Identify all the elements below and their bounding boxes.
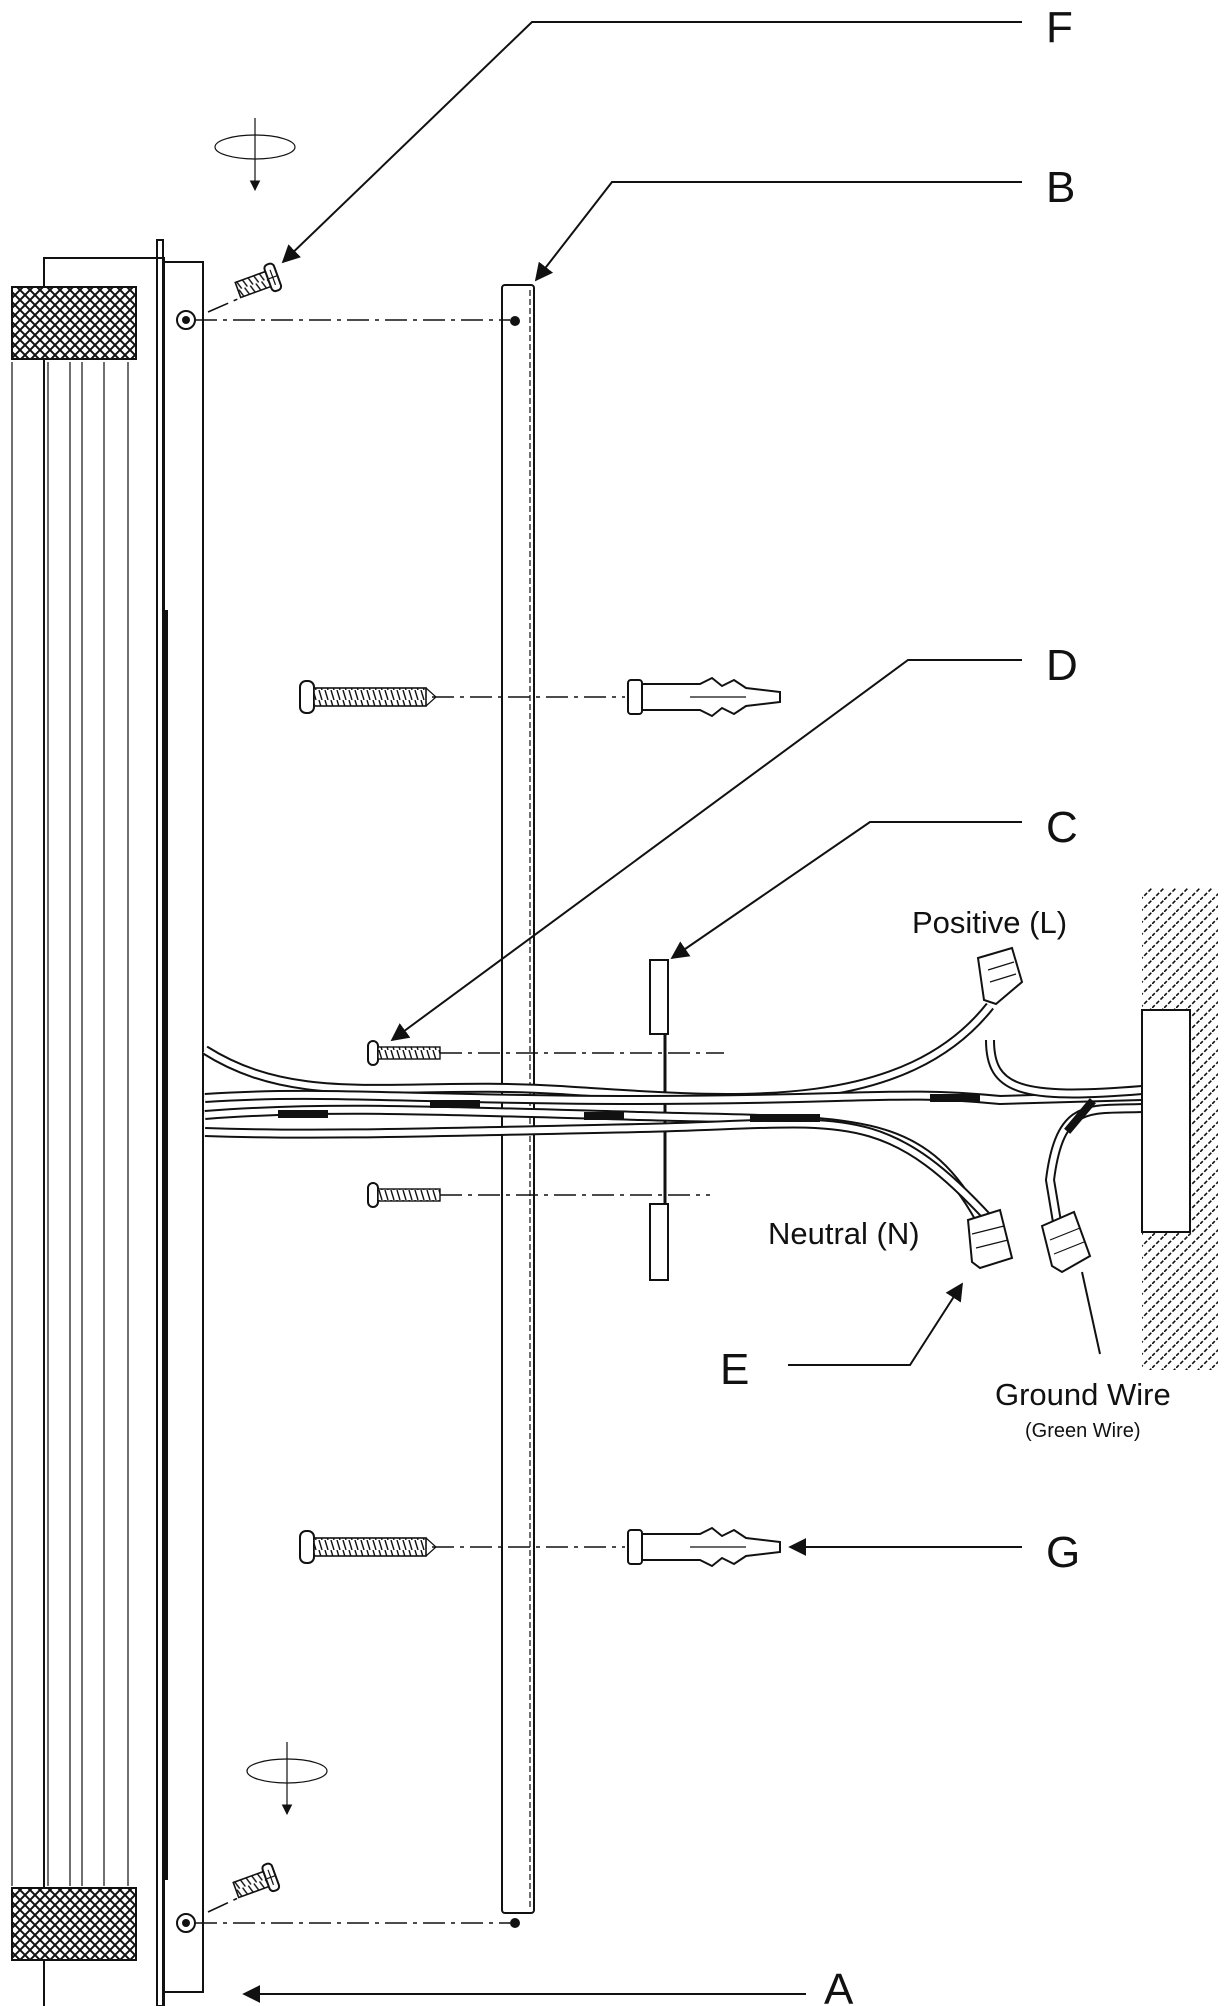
wire-nut-ground [1040,1210,1092,1274]
wire-nut-neutral [966,1208,1014,1270]
callout-a: A [824,1965,854,2006]
top-screw [234,262,283,299]
crossbar [649,959,669,1281]
callout-g: G [1046,1528,1080,1577]
label-ground-note: (Green Wire) [1025,1420,1141,1442]
callout-f: F [1046,3,1073,52]
bottom-screw [232,1862,281,1899]
wall-anchor-lower [627,1526,781,1568]
wood-screw-lower [299,1530,437,1564]
machine-screw-lower [367,1182,441,1208]
wall [1141,888,1218,1370]
label-ground: Ground Wire [995,1377,1171,1412]
machine-screw-upper [367,1040,441,1066]
wood-screw-upper [299,680,437,714]
wire-nut-positive [976,946,1024,1006]
callout-d: D [1046,641,1078,690]
leader-lines [242,21,1101,2003]
wire-bundle [202,1002,1143,1241]
rotate-symbol-icon-bottom [246,1742,328,1816]
wall-anchor-upper [627,676,781,718]
callout-e: E [720,1345,749,1394]
rotate-symbol-icon [214,118,296,192]
callout-b: B [1046,163,1075,212]
label-positive: Positive (L) [912,905,1067,940]
callout-c: C [1046,803,1078,852]
light-fixture [11,239,204,2006]
mounting-bracket [501,284,535,1928]
label-neutral: Neutral (N) [768,1216,920,1251]
